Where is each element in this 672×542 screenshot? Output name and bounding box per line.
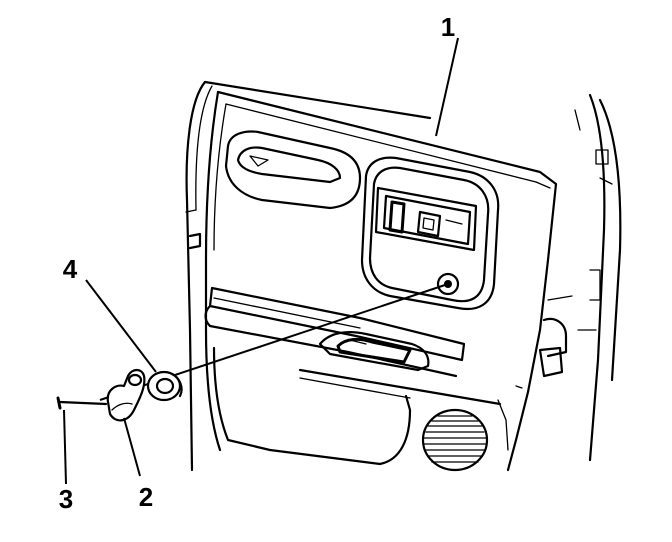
speaker-grille-slats <box>423 415 487 463</box>
door-trim-panel <box>204 90 558 472</box>
callout-1: 1 <box>441 12 455 42</box>
screw-cover <box>106 368 146 422</box>
callout-3: 3 <box>59 484 73 514</box>
callout-leaders <box>63 37 459 485</box>
retainer-grommet <box>146 370 183 402</box>
callout-2: 2 <box>139 482 153 512</box>
screw <box>56 396 108 410</box>
door-frame <box>185 80 622 472</box>
callout-4: 4 <box>63 254 78 284</box>
